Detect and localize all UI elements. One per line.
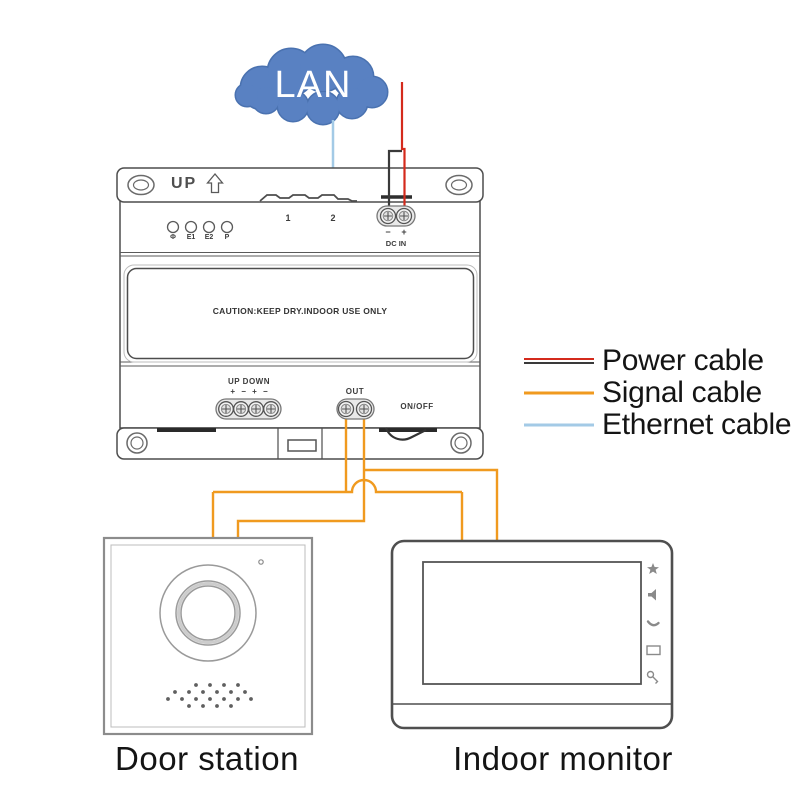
camera-lens-band-icon xyxy=(177,582,239,644)
dcin-terminal-block xyxy=(376,205,416,227)
up-arrow-icon xyxy=(206,172,224,194)
screw-terminal xyxy=(263,401,279,417)
unit-top-rail xyxy=(116,167,484,203)
mounting-hole-bottom-right-icon xyxy=(450,432,472,454)
power-cable-red-wire xyxy=(400,82,406,215)
legend-item-signal: Signal cable xyxy=(524,377,762,409)
dc-minus-label: − xyxy=(385,227,391,237)
monitor-screen xyxy=(422,561,642,685)
signal-cable-swatch xyxy=(524,391,594,395)
screw-terminal xyxy=(218,401,234,417)
onoff-label: ON/OFF xyxy=(400,402,434,411)
signal-cable-out1-bus xyxy=(211,418,464,544)
legend-power-label: Power cable xyxy=(602,344,764,377)
network-port-slots xyxy=(259,194,357,202)
power-cable-swatch xyxy=(524,358,594,364)
mounting-hole-bottom-left-icon xyxy=(126,432,148,454)
door-station xyxy=(102,536,314,736)
door-station-label: Door station xyxy=(115,740,299,777)
led-e2 xyxy=(202,220,216,234)
legend-signal-label: Signal cable xyxy=(602,376,762,409)
port-2-label: 2 xyxy=(330,213,336,223)
camera-lens-inner-icon xyxy=(180,585,236,641)
door-station-frame xyxy=(102,536,314,736)
speaker-grille-icon xyxy=(166,683,253,708)
din-clip xyxy=(287,439,317,452)
led-p-label: P xyxy=(224,234,230,241)
power-cable-black-wire xyxy=(387,149,402,215)
updown-terminal-block xyxy=(215,398,282,420)
screw-terminal xyxy=(379,207,397,225)
ethernet-cable-swatch xyxy=(524,423,594,427)
caution-panel xyxy=(123,264,478,363)
onoff-switch-lever xyxy=(384,427,427,441)
screw-terminal xyxy=(395,207,413,225)
screw-terminal xyxy=(233,401,249,417)
indoor-monitor xyxy=(390,539,674,730)
updown-label: UP DOWN xyxy=(227,377,271,386)
mute-icon xyxy=(648,589,656,601)
port-1-label: 1 xyxy=(285,213,291,223)
dc-in-label: DC IN xyxy=(385,239,407,248)
legend-item-ethernet: Ethernet cable xyxy=(524,408,792,441)
caution-label: CAUTION:KEEP DRY.INDOOR USE ONLY xyxy=(212,306,388,316)
out-terminal-block xyxy=(336,398,375,420)
signal-cables xyxy=(211,418,499,544)
out-label: OUT xyxy=(345,387,365,396)
lan-cloud-icon xyxy=(234,43,389,126)
signal-cable-out2-monitor xyxy=(364,468,499,544)
mic-hole-icon xyxy=(258,559,264,565)
led-power xyxy=(166,220,180,234)
led-e2-label: E2 xyxy=(204,234,214,241)
terminal-blocks xyxy=(215,205,416,420)
legend-item-power: Power cable xyxy=(524,345,764,377)
led-e1 xyxy=(184,220,198,234)
camera-lens-outer-icon xyxy=(175,580,241,646)
power-cable xyxy=(387,82,406,215)
screw-terminal xyxy=(337,400,355,418)
led-e1-label: E1 xyxy=(186,234,196,241)
led-p xyxy=(220,220,234,234)
screw-terminal xyxy=(355,400,373,418)
lan-label: LAN xyxy=(274,64,352,106)
unlock-icon xyxy=(646,670,659,684)
monitor-buttons xyxy=(646,563,661,684)
camera-ring-icon xyxy=(159,564,257,662)
led-power-label: Φ xyxy=(170,234,176,241)
dc-plus-label: + xyxy=(401,227,407,237)
mounting-hole-top-left-icon xyxy=(127,174,155,196)
talk-icon xyxy=(646,620,660,627)
indoor-monitor-label: Indoor monitor xyxy=(453,740,673,777)
legend-ethernet-label: Ethernet cable xyxy=(602,408,792,441)
updown-polarity-label: + − + − xyxy=(230,387,268,396)
screen-icon xyxy=(646,645,661,656)
unit-up-label: UP xyxy=(171,175,198,192)
distribution-unit xyxy=(116,167,484,460)
door-station-inner-frame xyxy=(110,544,306,728)
screw-terminal xyxy=(248,401,264,417)
mounting-hole-top-right-icon xyxy=(445,174,473,196)
status-leds xyxy=(166,220,234,234)
star-icon xyxy=(647,563,659,574)
